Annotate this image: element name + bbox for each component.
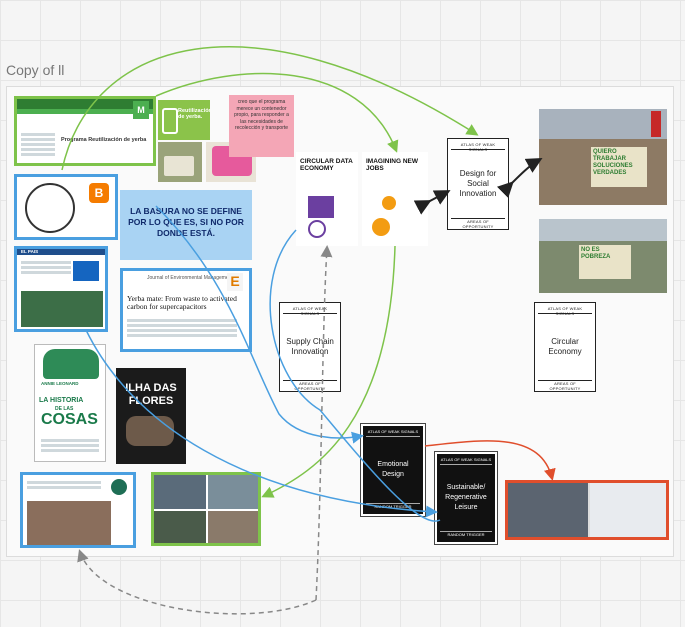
green-connector-3 — [261, 245, 396, 498]
container-icon — [162, 108, 178, 134]
circular-data-economy-card[interactable]: CIRCULAR DATA ECONOMY — [296, 152, 358, 246]
film-poster-ilha-das-flores[interactable]: ILHA DAS FLORES — [116, 368, 186, 464]
reutilizacion-banner[interactable]: Reutilización de yerba. — [158, 100, 210, 140]
reutilizacion-label: Reutilización de yerba. — [178, 108, 210, 120]
book-title-line-2: DE LAS — [55, 406, 74, 412]
tree-illustration — [43, 349, 99, 379]
board-title: Copy of ll — [6, 62, 65, 78]
workshop-article-thumbnail[interactable] — [20, 472, 136, 548]
imagining-new-jobs-title: IMAGINING NEW JOBS — [366, 158, 418, 172]
red-connector — [424, 440, 556, 481]
circular-data-economy-title: CIRCULAR DATA ECONOMY — [300, 158, 353, 172]
blue-connector-3 — [85, 329, 438, 518]
community-logo-icon — [25, 183, 75, 233]
programa-yerba-thumbnail[interactable]: M Programa Reutilización de yerba — [14, 96, 156, 166]
elsevier-icon: E — [227, 273, 243, 291]
circular-economy-card[interactable]: ATLAS OF WEAK SIGNALS Circular Economy A… — [534, 302, 596, 392]
gray-dashed-connector-2 — [77, 549, 317, 615]
card-title: Sustainable/ Regenerative Leisure — [445, 484, 487, 511]
card-header: ATLAS OF WEAK SIGNALS — [440, 457, 492, 465]
card-footer: RANDOM TRIGGER — [440, 531, 492, 539]
protest-photo-2[interactable]: NO ES POBREZA — [539, 219, 667, 293]
card-footer: RANDOM TRIGGER — [366, 503, 420, 511]
blogger-icon: B — [89, 183, 109, 203]
paper-title: Yerba mate: From waste to activated carb… — [127, 294, 237, 311]
yerba-photo-1[interactable] — [158, 142, 202, 182]
book-title-line-1: LA HISTORIA — [39, 397, 84, 404]
data-hand-icon — [308, 196, 334, 218]
card-title: Design for Social Innovation — [459, 169, 497, 198]
card-footer: AREAS OF OPPORTUNITY — [451, 218, 505, 229]
protest-sign: QUIERO TRABAJAR SOLUCIONES VERDADES — [591, 147, 647, 187]
sustainable-leisure-card[interactable]: ATLAS OF WEAK SIGNALS Sustainable/ Regen… — [434, 451, 498, 545]
news-header: EL PAIS — [21, 249, 39, 254]
card-header: ATLAS OF WEAK SIGNALS — [283, 306, 337, 316]
protest-photo-1[interactable]: QUIERO TRABAJAR SOLUCIONES VERDADES — [539, 109, 667, 205]
basura-sticky-note[interactable]: LA BASURA NO SE DEFINE POR LO QUE ES, SI… — [120, 190, 252, 260]
blog-thumbnail[interactable]: B — [14, 174, 118, 240]
card-header: ATLAS OF WEAK SIGNALS — [366, 429, 420, 437]
book-author: ANNIE LEONARD — [41, 381, 79, 386]
card-title: Supply Chain Innovation — [286, 337, 334, 356]
book-cover-historia-cosas[interactable]: ANNIE LEONARD LA HISTORIA DE LAS COSAS — [34, 344, 106, 462]
flask-icon — [382, 196, 396, 210]
green-connector-1 — [61, 46, 479, 171]
programa-title: Programa Reutilización de yerba — [61, 137, 147, 143]
card-header: ATLAS OF WEAK SIGNALS — [451, 142, 505, 152]
org-logo-icon — [111, 479, 127, 495]
pink-sticky-note[interactable]: creo que el programa merece un contenedo… — [229, 95, 294, 157]
journal-name: Journal of Environmental Management — [147, 275, 233, 281]
blue-connector-1 — [155, 205, 364, 444]
blue-connector-2 — [269, 229, 441, 522]
news-article-thumbnail[interactable]: EL PAIS — [14, 246, 108, 332]
black-double-arrow-2 — [496, 158, 543, 199]
book-title-line-3: COSAS — [41, 411, 98, 428]
black-double-arrow-1 — [413, 190, 451, 215]
card-header: ATLAS OF WEAK SIGNALS — [538, 306, 592, 316]
green-connector-2 — [155, 72, 399, 153]
gray-dashed-connector-1 — [315, 245, 333, 601]
protest-sign-2: NO ES POBREZA — [579, 245, 631, 279]
card-footer: AREAS OF OPPORTUNITY — [538, 380, 592, 391]
buildings-photo-collage[interactable] — [151, 472, 261, 546]
card-title: Emotional Design — [377, 461, 409, 478]
card-footer: AREAS OF OPPORTUNITY — [283, 380, 337, 391]
card-title: Circular Economy — [548, 337, 582, 356]
robotics-photos[interactable] — [505, 480, 669, 540]
municipal-logo-icon: M — [133, 101, 149, 119]
